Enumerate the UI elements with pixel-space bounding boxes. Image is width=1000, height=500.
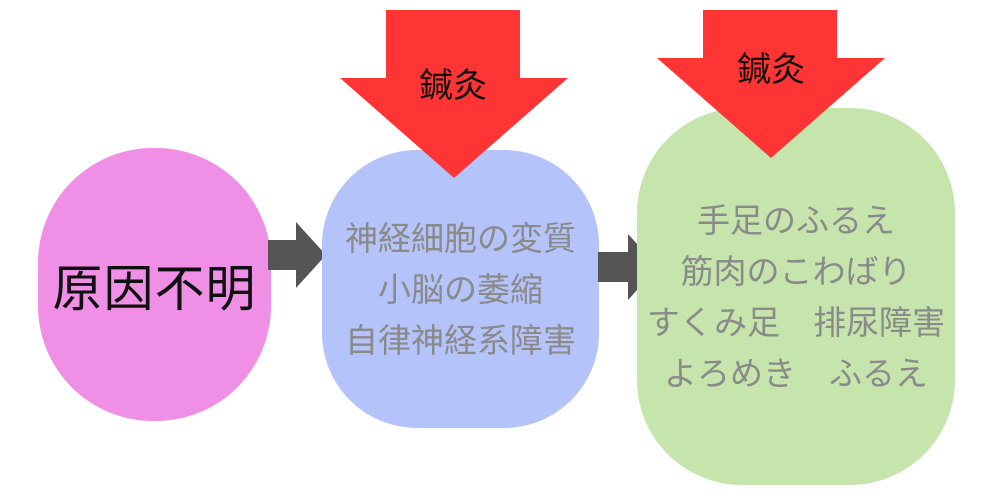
cause-box: 原因不明 [38,148,271,421]
treatment-label-1: 鍼灸 [419,66,487,106]
symptom-line-2: 筋肉のこわばり [680,251,912,291]
connector-arrow-1 [268,222,326,288]
mechanism-box: 神経細胞の変質 小脳の萎縮 自律神経系障害 [322,150,599,428]
treatment-arrow-1 [340,10,568,178]
symptom-line-1: 手足のふるえ [697,200,895,240]
treatment-arrow-2 [657,10,885,158]
treatment-label-2: 鍼灸 [737,50,805,90]
symptom-line-3: すくみ足 排尿障害 [646,302,946,342]
mechanism-line-3: 自律神経系障害 [345,320,576,360]
symptom-line-4: よろめき ふるえ [664,353,928,393]
symptoms-box: 手足のふるえ 筋肉のこわばり すくみ足 排尿障害 よろめき ふるえ [637,108,955,485]
mechanism-line-2: 小脳の萎縮 [378,269,543,309]
mechanism-line-1: 神経細胞の変質 [345,218,576,258]
cause-text: 原因不明 [52,259,257,318]
